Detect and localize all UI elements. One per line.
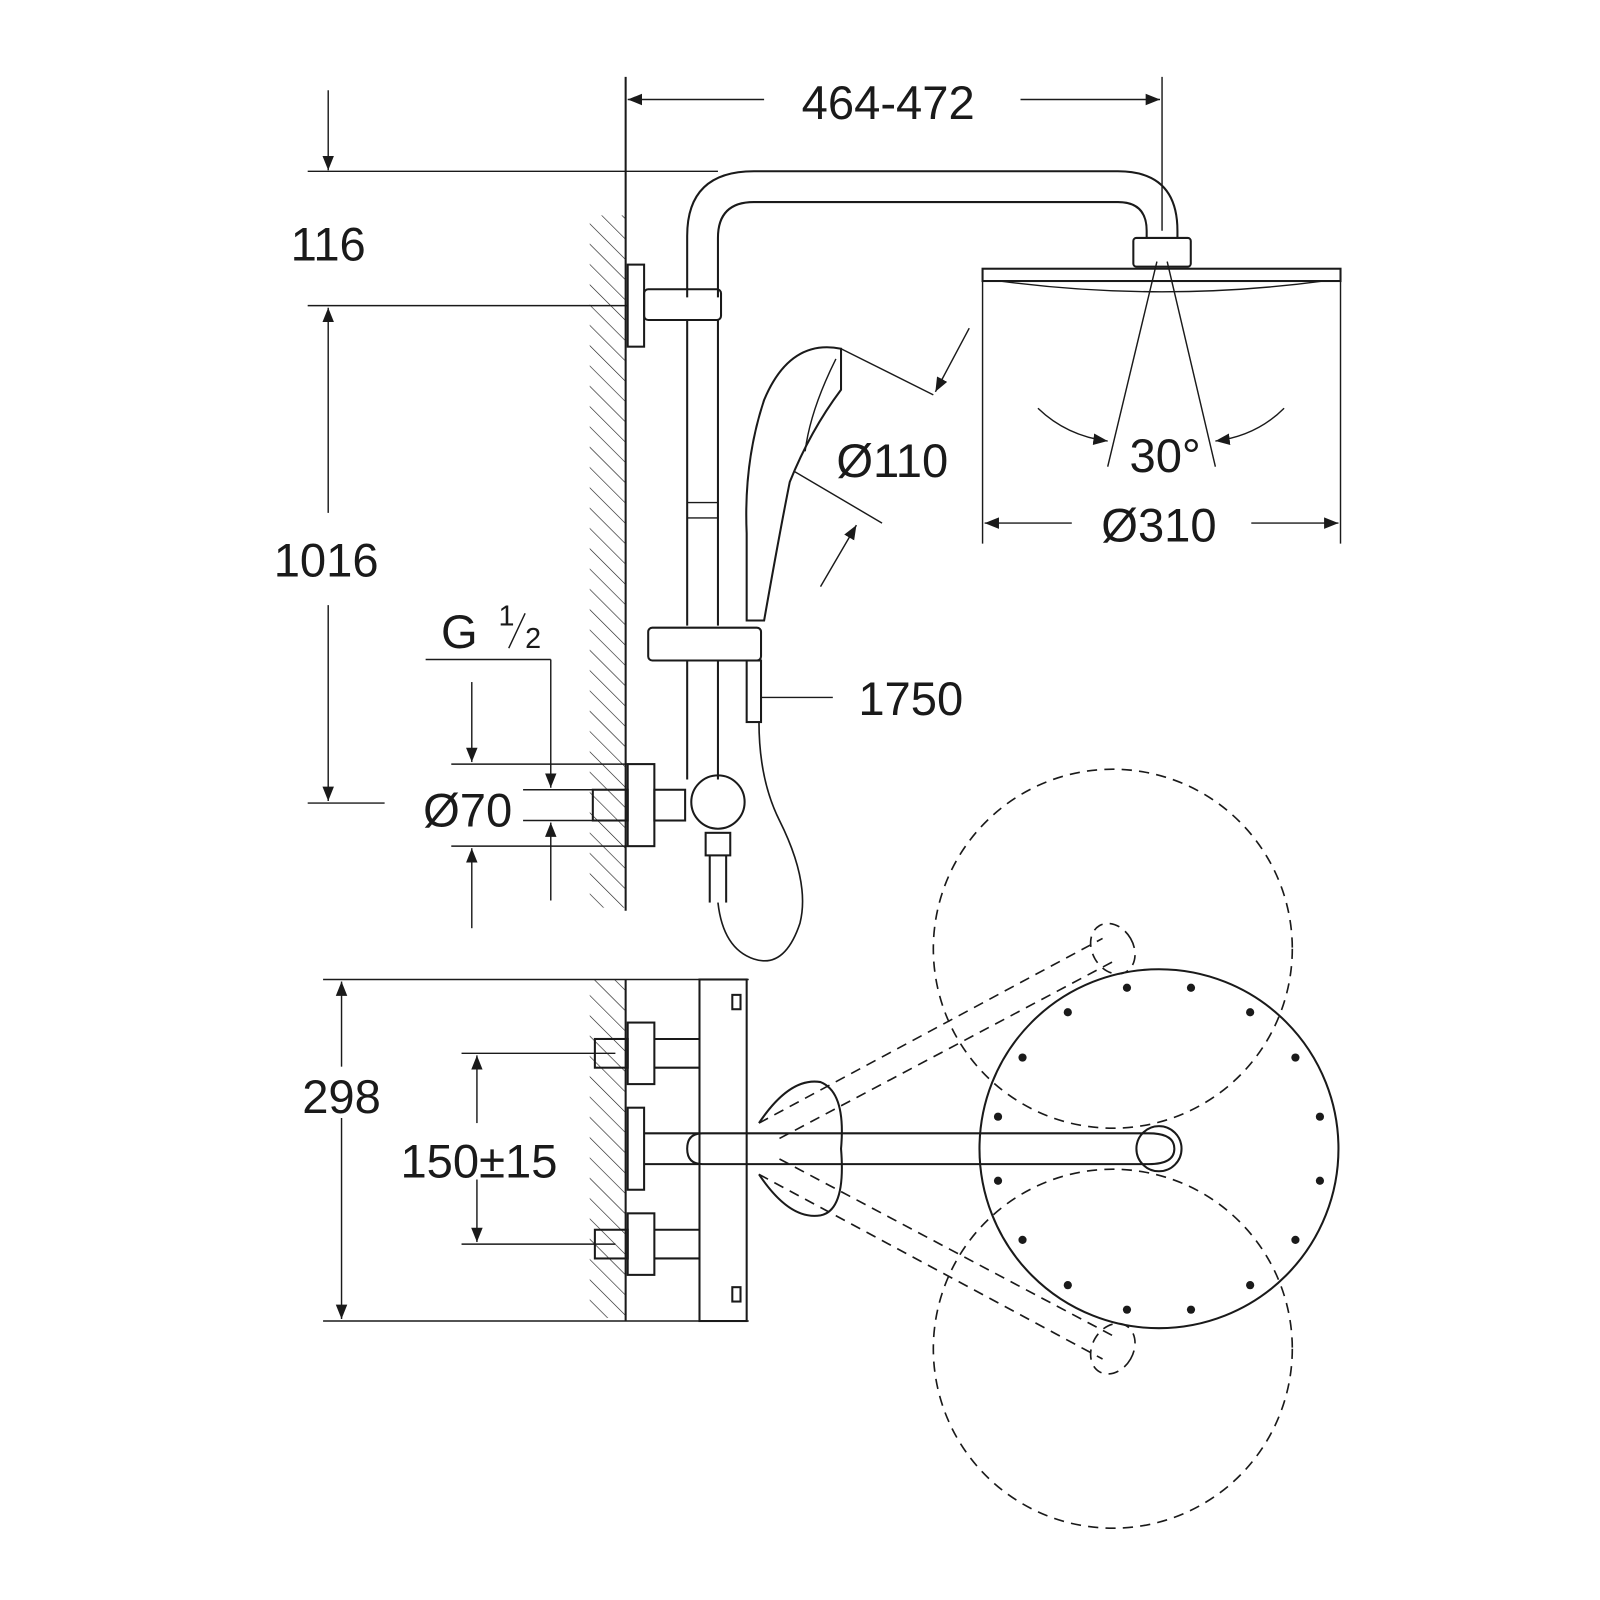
nozzle-dot [1122, 1305, 1132, 1314]
head-diameter-label: Ø310 [1101, 499, 1216, 552]
nozzle-dot [1186, 1305, 1196, 1314]
nozzle-dot [1246, 1281, 1255, 1290]
nozzle-dot [1063, 1281, 1072, 1290]
wall-top-view [589, 979, 627, 1322]
thermostat-top-view [593, 978, 748, 1323]
nozzle-dot [1122, 983, 1132, 992]
hand-shower: Ø110 [745, 327, 970, 622]
nozzle-dot [1018, 1053, 1027, 1062]
nozzle-dot [1291, 1053, 1300, 1062]
nozzle-dot [993, 1176, 1003, 1185]
handshower-diameter-label: Ø110 [836, 434, 948, 487]
nozzle-dot [993, 1112, 1003, 1121]
thread-denominator: 2 [525, 623, 541, 655]
dimension-inlet: G 1 2 Ø70 [423, 601, 628, 929]
nozzle-dot [1315, 1112, 1325, 1121]
dimension-depth: 298 [302, 978, 749, 1322]
inlet-spacing-label: 150±15 [400, 1134, 557, 1187]
wall-side-view [589, 76, 627, 911]
nozzle-dot [1315, 1176, 1325, 1185]
thermostat-side-view [591, 763, 746, 903]
dimension-arm-projection: 464-472 [627, 76, 1163, 231]
top-offset-label: 116 [291, 218, 366, 271]
depth-label: 298 [302, 1070, 381, 1123]
escutcheon-diameter-label: Ø70 [423, 784, 512, 837]
shower-arm-top-view [686, 922, 1183, 1375]
head-shower-top-view [932, 768, 1340, 1530]
thread-label: G [441, 605, 478, 658]
nozzle-dot [1186, 983, 1196, 992]
hose-length-label: 1750 [858, 672, 963, 725]
dimension-inlet-spacing: 150±15 [400, 1052, 616, 1245]
dimension-rail-height: 1016 [274, 307, 385, 804]
dimension-top-offset: 116 [291, 90, 718, 307]
nozzle-dot [1246, 1008, 1255, 1017]
nozzle-dot [1018, 1235, 1027, 1244]
thread-numerator: 1 [498, 601, 514, 633]
hose: 1750 [717, 672, 963, 962]
nozzle-dot [1291, 1235, 1300, 1244]
arm-projection-label: 464-472 [802, 76, 975, 129]
spray-angle-label: 30° [1129, 429, 1200, 482]
head-shower: 30° Ø310 [981, 236, 1342, 552]
shower-rail [626, 170, 1179, 780]
rail-height-label: 1016 [274, 533, 379, 586]
nozzle-dot [1063, 1008, 1072, 1017]
